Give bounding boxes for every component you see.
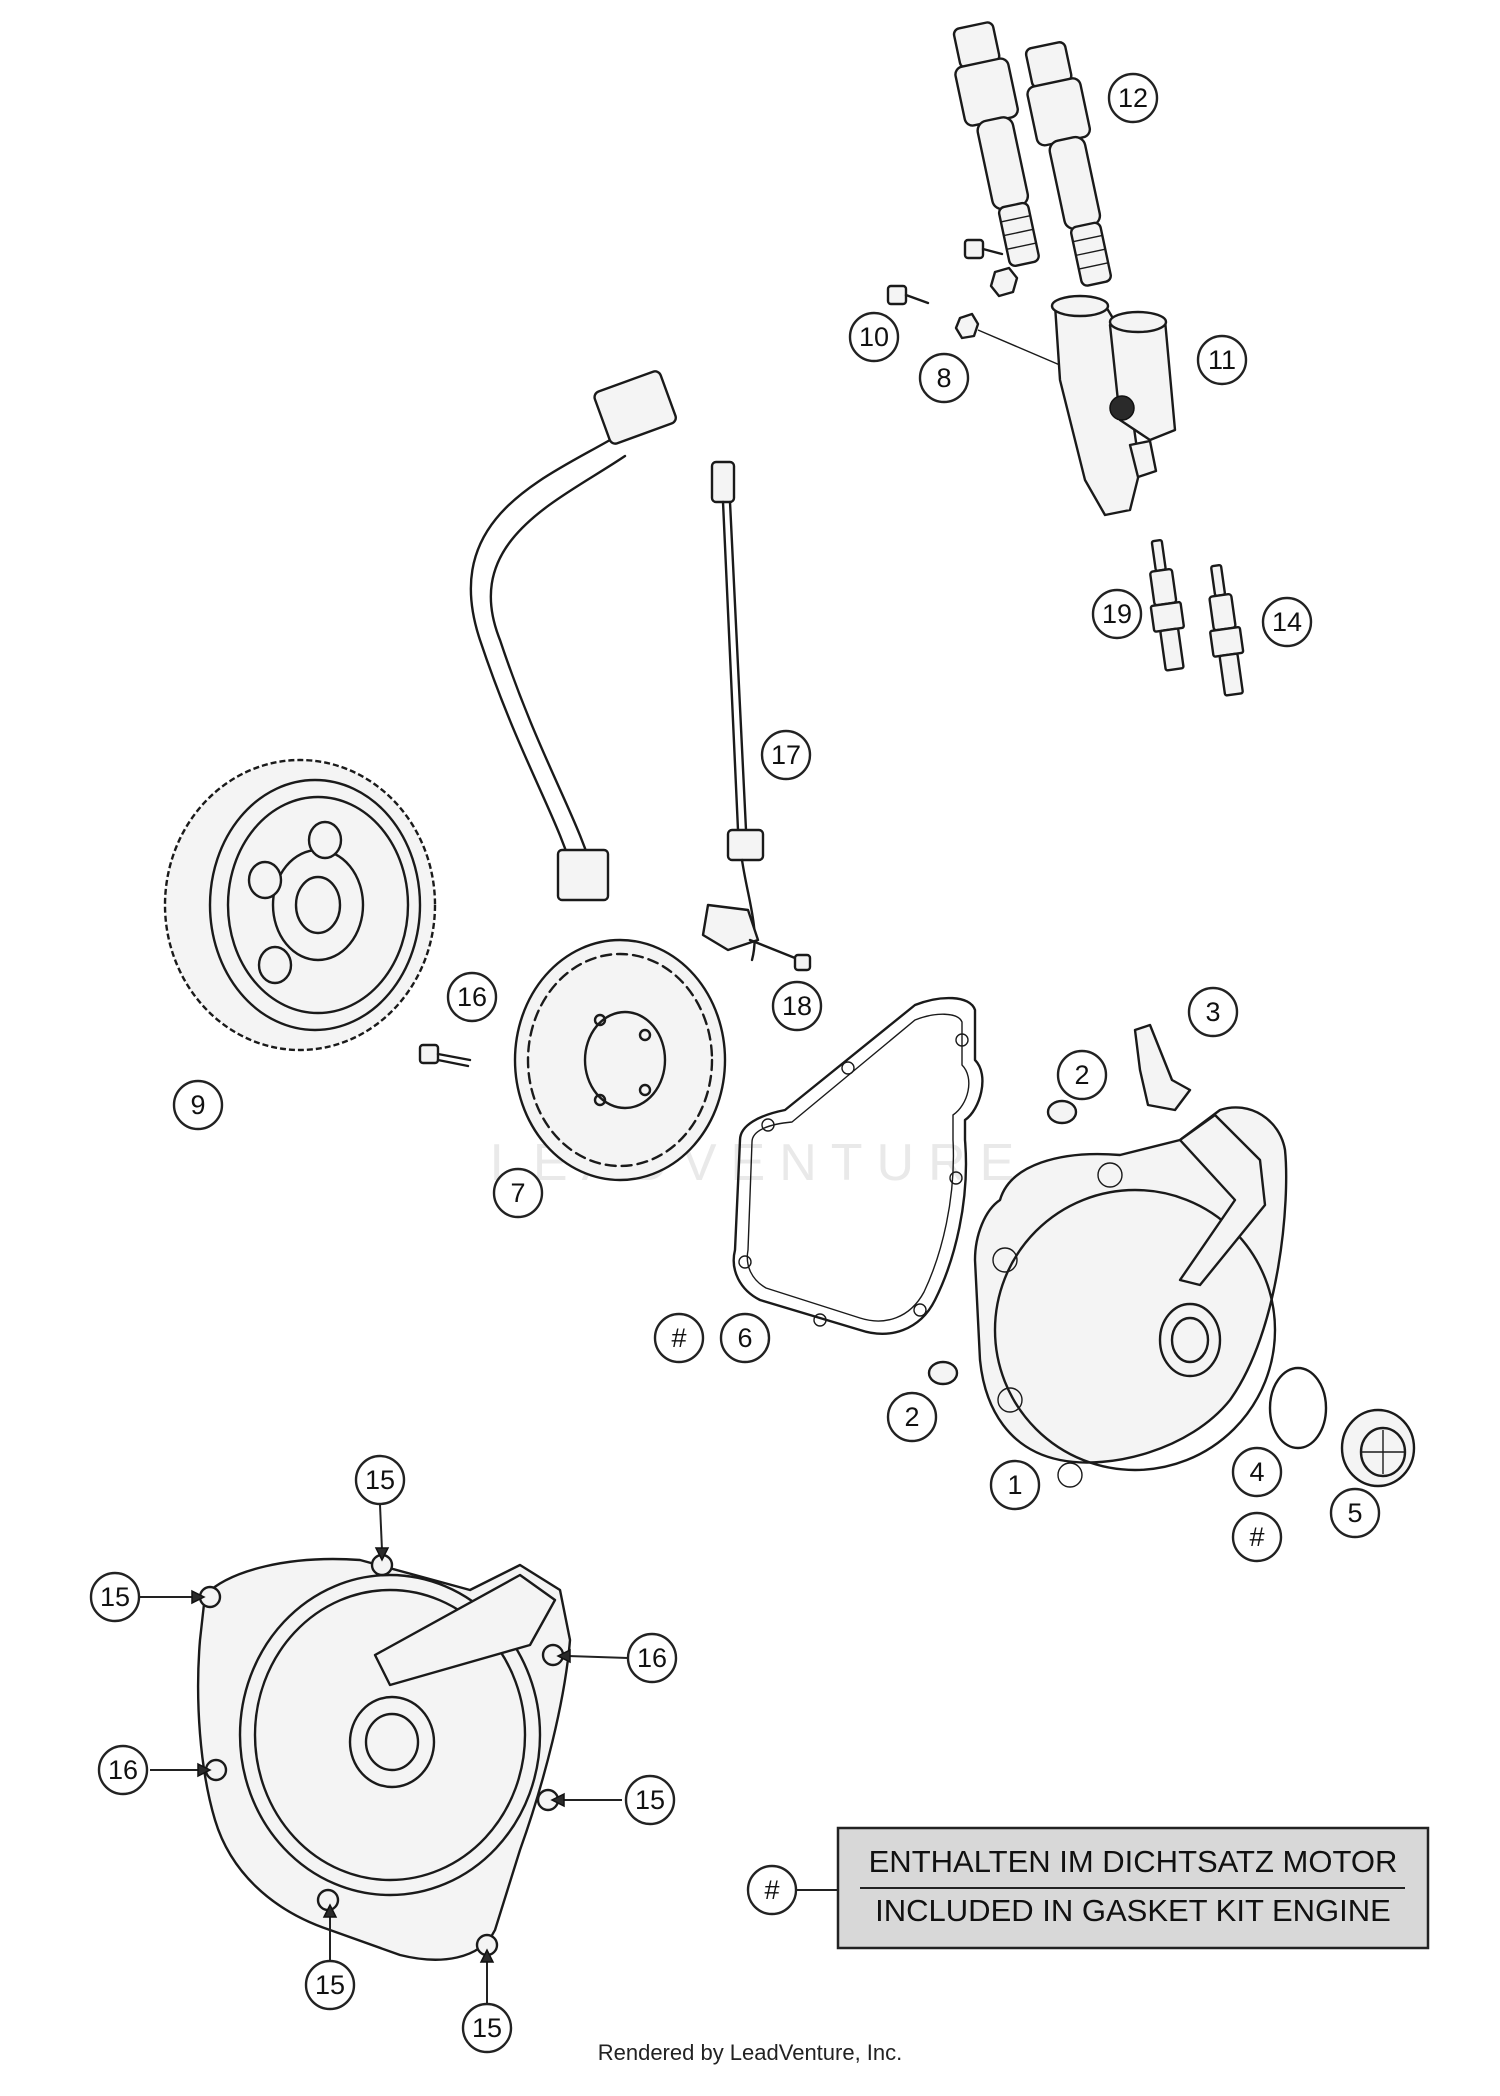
svg-text:15: 15 xyxy=(472,2013,502,2043)
callout-6-hash: # xyxy=(653,1312,705,1364)
stator-with-cable xyxy=(469,370,727,1182)
callout-4: 4 xyxy=(1231,1446,1283,1498)
stator-bolt xyxy=(418,1043,472,1068)
svg-text:16: 16 xyxy=(457,982,487,1012)
cover-gasket xyxy=(732,996,984,1335)
callout-15-bottom-left: 15 xyxy=(304,1959,356,2011)
callout-9: 9 xyxy=(172,1079,224,1131)
callout-legend-hash: # xyxy=(746,1864,798,1916)
callout-15-left: 15 xyxy=(89,1571,141,1623)
generator-cover xyxy=(973,1106,1288,1488)
svg-text:16: 16 xyxy=(108,1755,138,1785)
callout-3: 3 xyxy=(1187,986,1239,1038)
sensor-cable xyxy=(701,460,812,972)
svg-text:16: 16 xyxy=(637,1643,667,1673)
callout-2-upper: 2 xyxy=(1056,1049,1108,1101)
svg-text:11: 11 xyxy=(1208,345,1236,375)
callout-12: 12 xyxy=(1107,72,1159,124)
svg-text:18: 18 xyxy=(782,991,812,1021)
svg-text:#: # xyxy=(671,1323,686,1353)
callout-16-right: 16 xyxy=(626,1632,678,1684)
callout-7: 7 xyxy=(492,1167,544,1219)
svg-text:#: # xyxy=(1249,1522,1264,1552)
dowel-pins xyxy=(927,1099,1078,1386)
part-3-bracket xyxy=(1133,1023,1192,1112)
legend-line-1: ENTHALTEN IM DICHTSATZ MOTOR xyxy=(869,1844,1398,1879)
callout-2-lower: 2 xyxy=(886,1391,938,1443)
assembled-cover xyxy=(196,1553,572,1961)
svg-text:15: 15 xyxy=(315,1970,345,2000)
callout-14: 14 xyxy=(1261,596,1313,648)
gasket-kit-legend: ENTHALTEN IM DICHTSATZ MOTOR INCLUDED IN… xyxy=(836,1826,1430,1950)
svg-text:2: 2 xyxy=(1074,1060,1089,1090)
bolts-small xyxy=(886,238,1131,396)
svg-text:6: 6 xyxy=(737,1323,752,1353)
callout-5: 5 xyxy=(1329,1487,1381,1539)
callout-1: 1 xyxy=(989,1459,1041,1511)
callout-16-stator: 16 xyxy=(446,971,498,1023)
callout-4-hash: # xyxy=(1231,1511,1283,1563)
flywheel-rotor xyxy=(163,758,437,1052)
svg-text:19: 19 xyxy=(1102,599,1132,629)
callout-15-top: 15 xyxy=(354,1454,406,1506)
legend-line-2: INCLUDED IN GASKET KIT ENGINE xyxy=(875,1893,1391,1928)
callout-6: 6 xyxy=(719,1312,771,1364)
callout-17: 17 xyxy=(760,729,812,781)
coil-bracket xyxy=(1050,294,1177,517)
ignition-coils xyxy=(952,21,1112,287)
callout-18: 18 xyxy=(771,980,823,1032)
svg-text:17: 17 xyxy=(771,740,801,770)
render-credit: Rendered by LeadVenture, Inc. xyxy=(597,2040,903,2065)
screw-plug xyxy=(1340,1408,1416,1488)
svg-text:8: 8 xyxy=(936,363,951,393)
svg-text:5: 5 xyxy=(1347,1498,1362,1528)
svg-text:15: 15 xyxy=(635,1785,665,1815)
svg-text:14: 14 xyxy=(1272,607,1302,637)
callout-19: 19 xyxy=(1091,588,1143,640)
svg-text:10: 10 xyxy=(859,322,889,352)
svg-text:2: 2 xyxy=(904,1402,919,1432)
callout-8: 8 xyxy=(918,352,970,404)
callout-15-bottom-right: 15 xyxy=(461,2002,513,2054)
callout-16-left: 16 xyxy=(97,1744,149,1796)
callout-11: 11 xyxy=(1196,334,1248,386)
svg-text:1: 1 xyxy=(1007,1470,1022,1500)
svg-text:#: # xyxy=(764,1875,779,1905)
svg-text:9: 9 xyxy=(190,1090,205,1120)
o-ring xyxy=(1268,1366,1328,1450)
svg-text:12: 12 xyxy=(1118,83,1148,113)
svg-text:4: 4 xyxy=(1249,1457,1264,1487)
callout-10: 10 xyxy=(848,311,900,363)
svg-text:7: 7 xyxy=(510,1178,525,1208)
svg-text:15: 15 xyxy=(100,1582,130,1612)
spark-plugs xyxy=(1149,538,1245,697)
leader-lines xyxy=(140,1504,840,2005)
svg-text:15: 15 xyxy=(365,1465,395,1495)
svg-text:3: 3 xyxy=(1205,997,1220,1027)
callout-15-right: 15 xyxy=(624,1774,676,1826)
